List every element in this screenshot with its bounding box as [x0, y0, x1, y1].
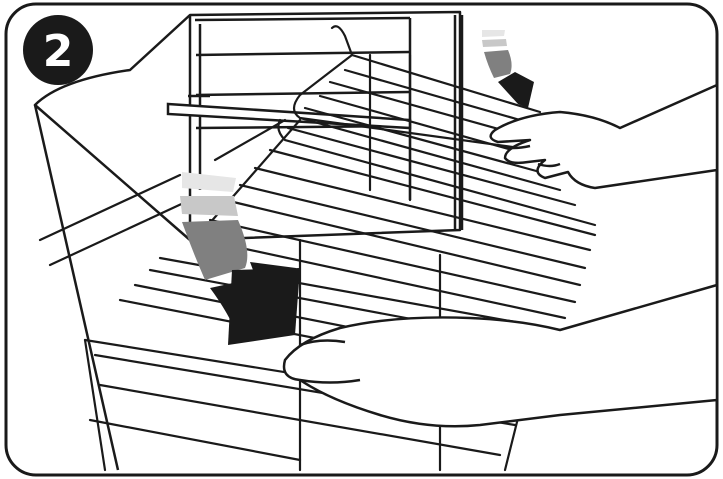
upper-wire-rack	[193, 25, 597, 320]
step-number: 2	[43, 26, 74, 77]
upper-hand	[489, 83, 719, 190]
step-number-badge: 2	[23, 15, 93, 85]
motion-arrow-large	[180, 172, 300, 345]
circled-number-icon	[23, 15, 93, 85]
motion-arrow-small	[482, 30, 534, 108]
lower-hand	[282, 283, 719, 428]
